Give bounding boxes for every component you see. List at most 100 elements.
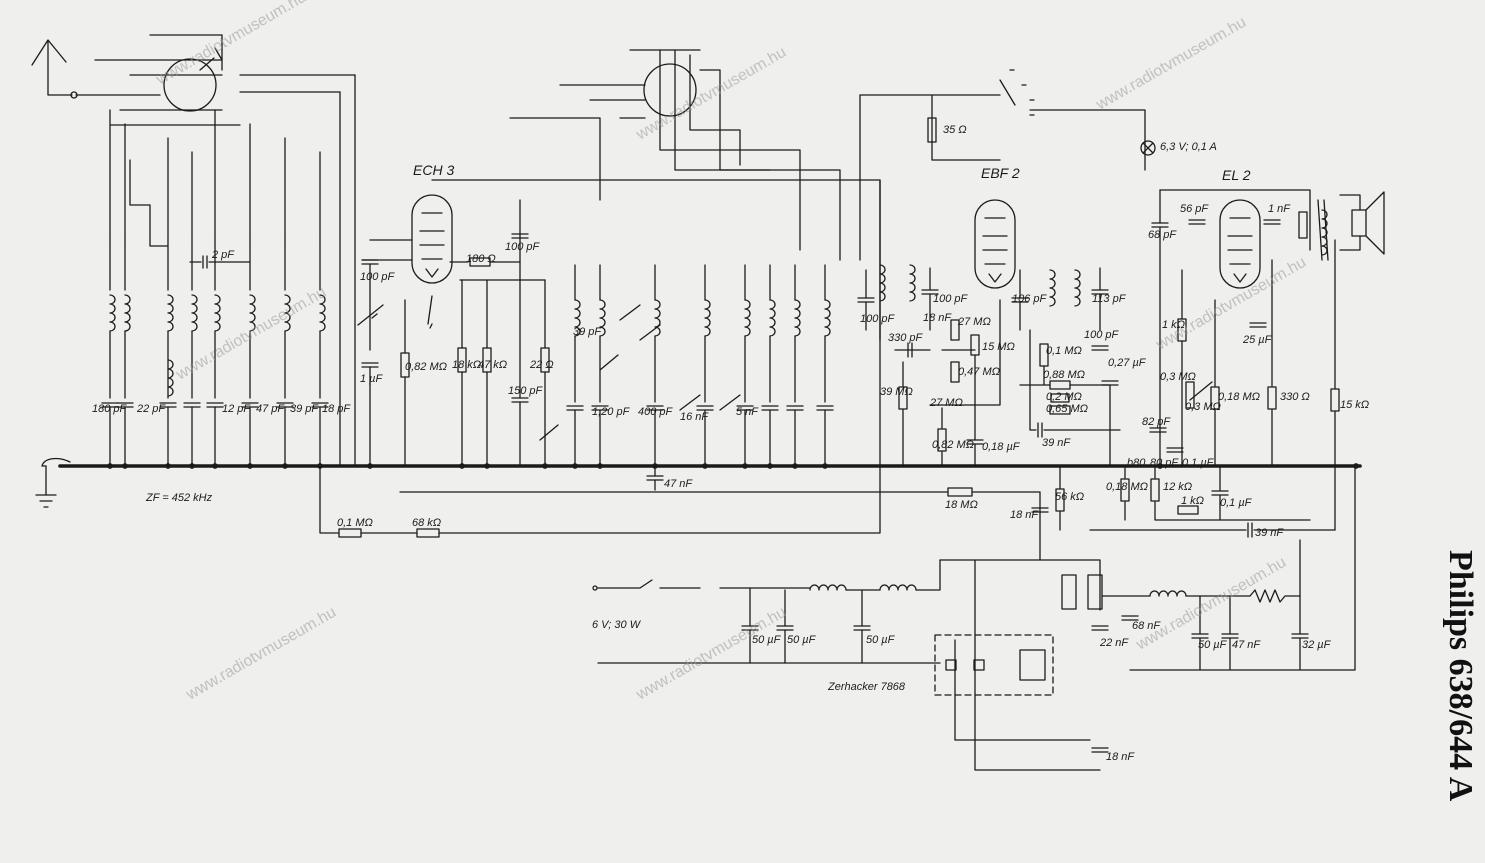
coil-symbol [879, 584, 917, 591]
junction-dot [1157, 463, 1163, 469]
resistor-symbol [1210, 386, 1220, 410]
tube-el2-heater [1233, 273, 1247, 283]
coil-symbol [794, 299, 801, 337]
capacitor-symbol [1188, 219, 1206, 225]
wire [1124, 465, 1311, 521]
coil-symbol [167, 294, 174, 332]
tube-label-ech3: ECH 3 [413, 162, 454, 178]
capacitor-symbol [511, 233, 529, 239]
label-c100d: 100 pF [860, 313, 896, 325]
tube-ebf2-electrodes [982, 217, 1008, 265]
label-b80: b80 [1127, 457, 1146, 469]
page-title: Philips 638/644 A [1442, 550, 1479, 802]
capacitor-symbol [966, 439, 984, 445]
label-c18nc: 18 nF [1106, 751, 1135, 763]
wire [1129, 465, 1356, 671]
label-r18m: 18 MΩ [945, 499, 978, 511]
coil-symbol [124, 294, 131, 332]
capacitor-symbol [1031, 507, 1049, 513]
label-r35: 35 Ω [943, 124, 967, 136]
label-c400: 400 pF [638, 406, 674, 418]
switch-contact [199, 47, 223, 71]
capacitor-symbol [1121, 615, 1139, 621]
supply-note: 6 V; 30 W [592, 619, 642, 631]
resistor-symbol [950, 361, 960, 383]
label-c027: 0,27 µF [1108, 357, 1147, 369]
wire [41, 457, 71, 467]
label-r1kb: 1 kΩ [1181, 495, 1204, 507]
switch-wiring [75, 74, 356, 96]
label-r56k: 56 kΩ [1055, 491, 1084, 503]
coil-symbol [654, 299, 661, 337]
label-p03: 0,3 MΩ [1185, 401, 1221, 413]
antenna-symbol [31, 39, 73, 96]
dial-lamp-cross [1142, 142, 1154, 154]
label-r1k: 1 kΩ [1162, 319, 1185, 331]
label-r082m: 0,82 MΩ [932, 439, 974, 451]
junction-dot [597, 463, 603, 469]
wire [865, 267, 931, 331]
resistor-symbol [1055, 488, 1065, 512]
tube-ech3-electrodes [419, 212, 445, 260]
resistor-symbol [1330, 388, 1340, 412]
resistor-symbol [937, 428, 947, 452]
capacitor-symbol [1091, 345, 1109, 351]
label-c80: 80 pF [1150, 457, 1179, 469]
label-r330: 330 Ω [1280, 391, 1310, 403]
switch-wiring [509, 49, 771, 201]
label-r39m: 39 MΩ [880, 386, 913, 398]
label-r082: 0,82 MΩ [405, 361, 447, 373]
wire [1339, 194, 1361, 251]
resistor-symbol [1050, 393, 1070, 403]
label-c18: 18 pF [322, 403, 351, 415]
trimmer-capacitor [539, 304, 741, 441]
resistor-symbol [950, 319, 960, 341]
transformer-winding [1061, 574, 1077, 610]
power-switch [597, 579, 746, 589]
label-c113: 113 pF [1092, 293, 1127, 305]
junction-dot [165, 463, 171, 469]
junction-dot [247, 463, 253, 469]
resistor-symbol [927, 117, 937, 143]
label-r68k: 68 kΩ [412, 517, 441, 529]
label-c01ub: 0,1 µF [1220, 497, 1253, 509]
coil-symbol [744, 299, 751, 337]
junction-dot [189, 463, 195, 469]
capacitor-symbol [1249, 322, 1267, 328]
junction-dot [484, 463, 490, 469]
junction-dot [822, 463, 828, 469]
label-r15m: 15 MΩ [982, 341, 1015, 353]
label-r02m: 0,2 MΩ [1046, 391, 1082, 403]
label-c39: 39 pF [290, 403, 319, 415]
vibrator-coil [1019, 649, 1046, 681]
label-r01m: 0,1 MΩ [1046, 345, 1082, 357]
tube-label-el2: EL 2 [1222, 167, 1251, 183]
capacitor-symbol [1091, 747, 1109, 753]
label-r15k: 15 kΩ [1340, 399, 1369, 411]
resistor-symbol [898, 386, 908, 410]
wave-switch [163, 58, 217, 112]
supply-terminal [592, 585, 598, 591]
coil-symbol [824, 299, 831, 337]
tube-el2-electrodes [1227, 217, 1253, 265]
capacitor-symbol [1149, 427, 1167, 433]
wire [744, 559, 941, 591]
if-frequency-note: ZF = 452 kHz [145, 492, 213, 504]
resistor-symbol [1298, 211, 1308, 239]
coil-symbol [1074, 269, 1081, 307]
junction-dot [107, 463, 113, 469]
junction-dot [767, 463, 773, 469]
label-c39n: 39 nF [1042, 437, 1071, 449]
label-r018: 0,18 MΩ [1218, 391, 1260, 403]
vibrator-contact [973, 659, 985, 671]
coil-symbol [769, 299, 776, 337]
vibrator-box [934, 634, 1054, 696]
loudspeaker-magnet [1351, 209, 1367, 237]
vibrator-contact [945, 659, 957, 671]
capacitor-symbol [1211, 490, 1229, 496]
junction-dot [542, 463, 548, 469]
label-c47n: 47 nF [664, 478, 693, 490]
coil-symbol [574, 299, 581, 337]
tube-label-ebf2: EBF 2 [981, 165, 1020, 181]
coil-symbol [191, 294, 198, 332]
